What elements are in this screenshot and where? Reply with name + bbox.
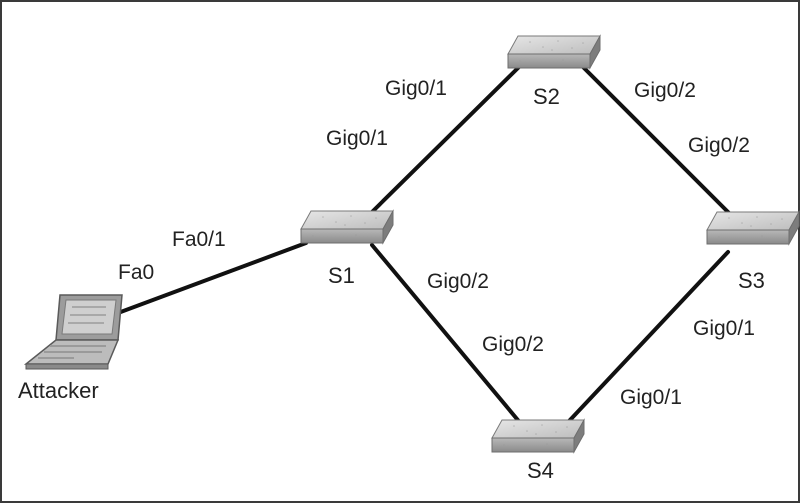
link-attacker-s1 — [116, 241, 308, 315]
port-label-s4-gig0-2: Gig0/2 — [482, 333, 544, 356]
port-label-s2-gig0-2: Gig0/2 — [634, 79, 696, 102]
attacker-laptop[interactable] — [23, 294, 123, 370]
port-label-s4-gig0-1: Gig0/1 — [620, 386, 682, 409]
port-label-s3-gig0-2: Gig0/2 — [688, 134, 750, 157]
switch-icon — [491, 419, 585, 453]
port-label-s1-fa0-1: Fa0/1 — [172, 228, 226, 251]
port-label-s2-gig0-1: Gig0/1 — [385, 77, 447, 100]
link-s3-s4 — [553, 250, 730, 438]
device-label-s1: S1 — [328, 263, 355, 288]
device-label-attacker: Attacker — [18, 378, 99, 403]
switch-s1[interactable] — [300, 210, 394, 244]
link-s2-s3 — [581, 65, 740, 224]
port-label-attacker-fa0: Fa0 — [118, 261, 154, 284]
device-label-s4: S4 — [527, 458, 554, 483]
switch-s3[interactable] — [706, 211, 800, 245]
port-label-s3-gig0-1: Gig0/1 — [693, 317, 755, 340]
device-label-s2: S2 — [533, 84, 560, 109]
laptop-icon — [23, 294, 123, 370]
device-label-s3: S3 — [738, 268, 765, 293]
port-label-s1-gig0-2: Gig0/2 — [427, 270, 489, 293]
link-s1-s2 — [370, 64, 522, 214]
switch-icon — [706, 211, 800, 245]
link-s1-s4 — [370, 243, 529, 433]
switch-s4[interactable] — [491, 419, 585, 453]
switch-icon — [300, 210, 394, 244]
switch-icon — [507, 35, 601, 69]
port-label-s1-gig0-1: Gig0/1 — [326, 127, 388, 150]
switch-s2[interactable] — [507, 35, 601, 69]
